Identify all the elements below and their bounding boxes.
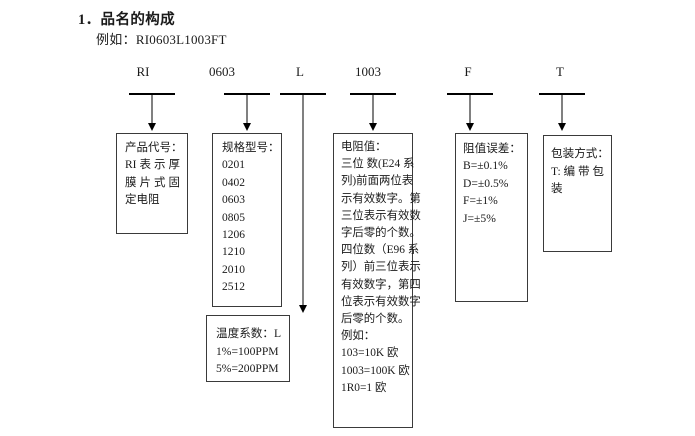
description-box-resistance-value: 电阻值： 三位 数(E24 系 列)前面两位表 示有效数字。第 三位表示有效数 … [333, 133, 421, 428]
box-line-resistance-8: 位表示有效数字 [341, 295, 421, 308]
code-label-tolerance-code: F [464, 64, 472, 79]
arrowhead-packaging [558, 123, 566, 131]
box-line-resistance-10: 例如： [341, 330, 376, 343]
box-value-size-0: 0201 [222, 159, 245, 172]
box-line-packaging-0: T:编带包 [551, 164, 604, 178]
box-line-resistance-9: 后零的个数。 [341, 313, 410, 326]
box-value-size-1: 0402 [222, 176, 245, 189]
example-code: RI0603L1003FT [135, 32, 227, 47]
box-line-resistance-4: 字后零的个数。 [341, 227, 421, 240]
box-title-tolerance: 阻值误差： [463, 142, 521, 155]
box-value-size-7: 2512 [222, 281, 245, 294]
code-label-tempco-code: L [296, 64, 304, 79]
box-line-resistance-0: 三位 数(E24 系 [341, 158, 415, 171]
box-value-size-4: 1206 [222, 229, 245, 242]
box-line-product-2: 膜片式固 [125, 176, 180, 189]
box-value-size-3: 0805 [222, 211, 245, 224]
code-label-packaging-code: T [556, 64, 564, 79]
box-line-tolerance-3: J=±5% [463, 211, 496, 225]
page-title: 1．品名的构成 [78, 12, 176, 28]
connector-line-size [246, 93, 248, 125]
box-value-size-6: 2010 [222, 263, 245, 276]
connector-line-resistance [372, 93, 374, 125]
box-line-resistance-3: 三位表示有效数 [341, 209, 421, 222]
arrowhead-tempco [299, 305, 307, 313]
box-value-size-2: 0603 [222, 194, 245, 207]
box-line-resistance-5: 四位数（E96 系 [341, 244, 420, 257]
box-title-size: 规格型号： [222, 142, 280, 154]
box-line-resistance-7: 有效数字，第四 [341, 278, 421, 291]
connector-line-product [151, 93, 153, 125]
box-line-product-3: 定电阻 [125, 194, 160, 207]
description-box-temperature-coefficient: 温度系数：L 1%=100PPM 5%=200PPM [206, 315, 290, 382]
box-title-packaging: 包装方式： [551, 147, 609, 160]
code-label-product-code: RI [136, 64, 150, 79]
box-value-size-5: 1210 [222, 246, 245, 259]
box-title-product: 产品代号： [125, 142, 183, 154]
connector-line-tolerance [469, 93, 471, 125]
box-line-tolerance-2: F=±1% [463, 194, 498, 208]
arrowhead-size [243, 123, 251, 131]
example-label: 例如： [96, 32, 136, 47]
code-label-resistance-code: 1003 [355, 64, 381, 79]
connector-line-tempco [302, 93, 304, 307]
box-line-resistance-1: 列)前面两位表 [341, 175, 414, 188]
description-box-size-code: 规格型号： 0201 0402 0603 0805 1206 1210 2010… [212, 133, 282, 307]
box-line-packaging-1: 装 [551, 182, 563, 196]
box-line-resistance-6: 列）前三位表示 [341, 261, 421, 274]
box-title-tempco: 温度系数：L [216, 327, 282, 340]
box-title-resistance: 电阻值： [341, 141, 387, 153]
box-line-tolerance-1: D=±0.5% [463, 176, 509, 190]
box-line-resistance-12: 1003=100K 欧 [341, 364, 410, 377]
box-line-tolerance-0: B=±0.1% [463, 159, 508, 173]
connector-line-packaging [561, 93, 563, 125]
arrowhead-resistance [369, 123, 377, 131]
arrowhead-tolerance [466, 123, 474, 131]
description-box-packaging: 包装方式： T:编带包 装 [543, 135, 612, 252]
box-line-tempco-1: 5%=200PPM [216, 362, 279, 376]
code-label-size-code: 0603 [209, 64, 235, 79]
box-line-resistance-11: 103=10K 欧 [341, 347, 399, 360]
box-line-tempco-0: 1%=100PPM [216, 344, 279, 358]
box-line-resistance-2: 示有效数字。第 [341, 192, 421, 205]
arrowhead-product [148, 123, 156, 131]
description-box-tolerance: 阻值误差： B=±0.1% D=±0.5% F=±1% J=±5% [455, 133, 528, 302]
box-line-resistance-13: 1R0=1 欧 [341, 381, 387, 394]
example-part-number: 例如：RI0603L1003FT [96, 29, 227, 48]
